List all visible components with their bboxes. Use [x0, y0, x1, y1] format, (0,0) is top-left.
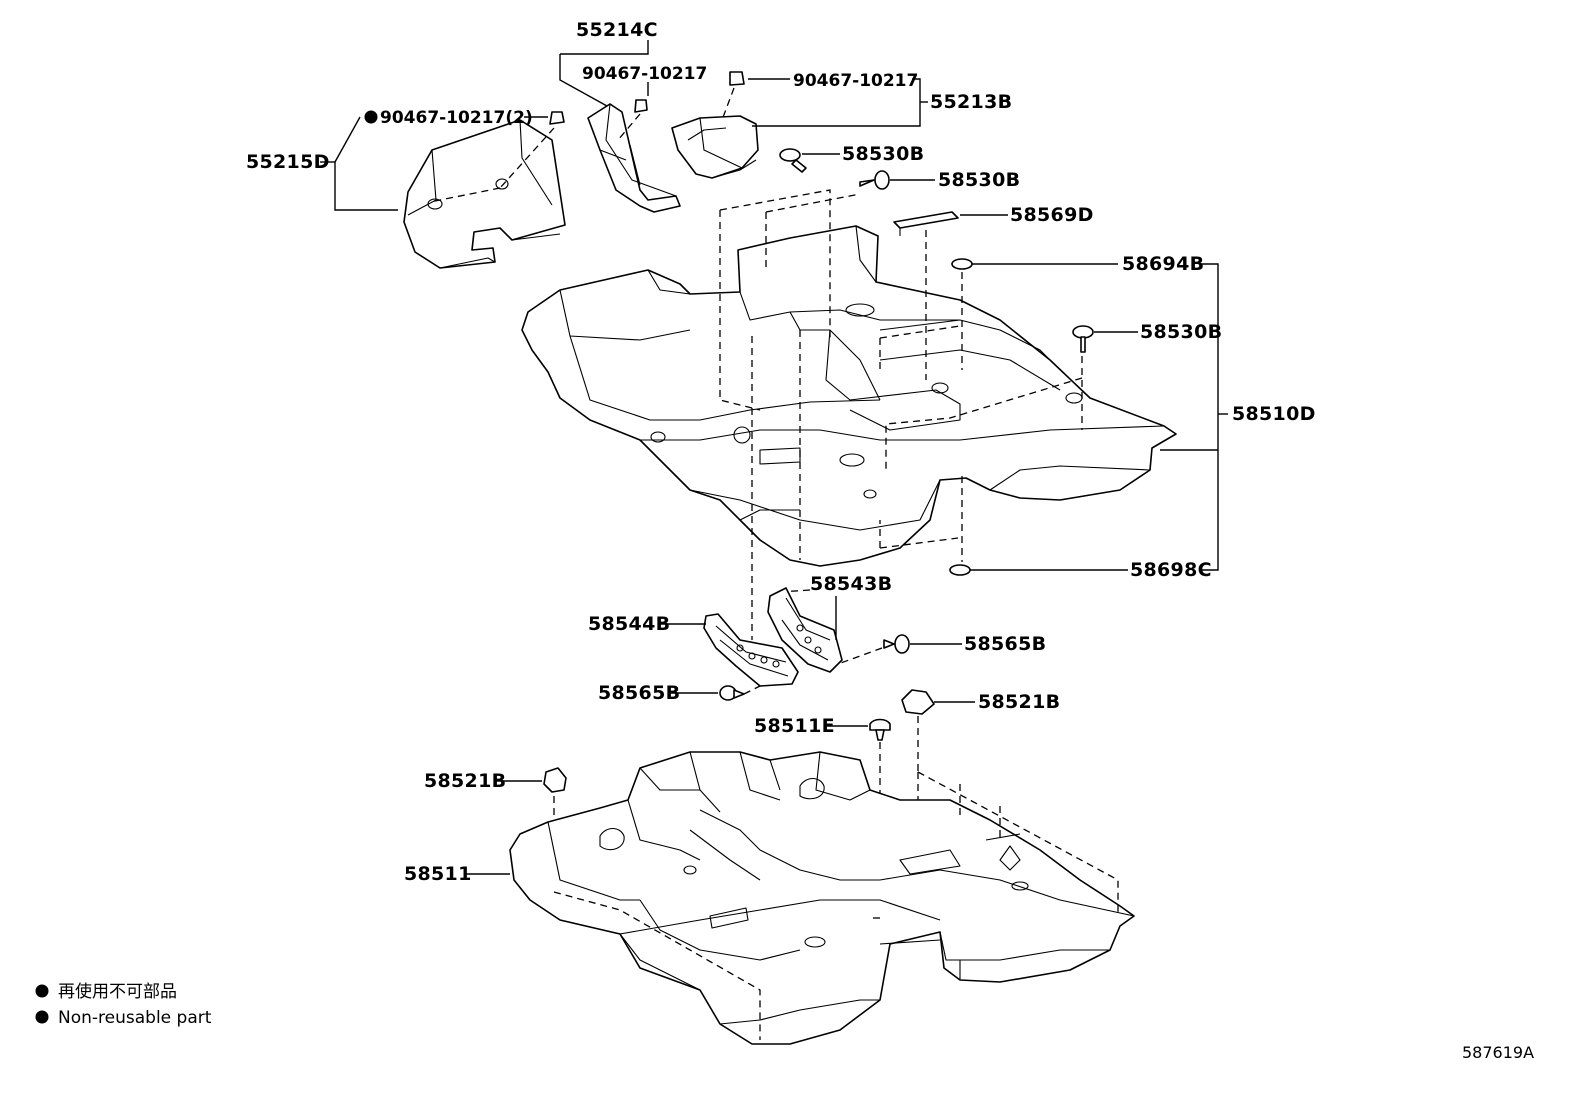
clip-90467-10217-b [729, 71, 745, 86]
carpet-58511 [509, 751, 1135, 1045]
label-55213b: 55213B [930, 91, 1012, 113]
label-58569d: 58569D [1010, 204, 1094, 226]
label-90467-10217-2: 90467-10217(2) [380, 108, 533, 128]
legend-bullet-ja [35, 984, 49, 998]
label-58511: 58511 [404, 863, 472, 885]
clip-58511e [869, 718, 891, 741]
label-58544b: 58544B [588, 613, 670, 635]
label-58530b-3: 58530B [1140, 321, 1222, 343]
label-90467-10217-a: 90467-10217 [582, 64, 707, 84]
label-55215d: 55215D [246, 151, 330, 173]
label-58694b: 58694B [1122, 253, 1204, 275]
clip-90467-10217-a [634, 99, 648, 113]
pad-55215d [403, 119, 566, 269]
screw-58530b-2 [859, 170, 890, 190]
label-58530b-1: 58530B [842, 143, 924, 165]
pad-55213b [671, 115, 759, 179]
label-58511e: 58511E [754, 715, 835, 737]
label-58521b-1: 58521B [978, 691, 1060, 713]
screw-58530b-3 [1072, 325, 1094, 353]
clip-58565b-2 [719, 685, 745, 701]
clip-58694b [951, 258, 973, 270]
carpet-58510d [521, 225, 1177, 567]
non-reusable-bullet [364, 110, 378, 124]
label-55214c: 55214C [576, 19, 658, 41]
clip-58698c [949, 564, 971, 576]
label-58565b-1: 58565B [964, 633, 1046, 655]
clip-58565b-1 [883, 634, 910, 654]
legend-bullet-en [35, 1010, 49, 1024]
label-58543b: 58543B [810, 573, 892, 595]
label-58510d: 58510D [1232, 403, 1316, 425]
legend-text-ja: 再使用不可部品 [58, 981, 177, 1002]
bracket-58569d [893, 211, 959, 236]
label-90467-10217-b: 90467-10217 [793, 71, 918, 91]
clip-58521b-2 [543, 767, 567, 793]
bracket-58543b [767, 587, 843, 673]
label-58698c: 58698C [1130, 559, 1212, 581]
label-58565b-2: 58565B [598, 682, 680, 704]
clip-58521b-1 [901, 689, 935, 715]
legend-text-en: Non-reusable part [58, 1008, 212, 1028]
bracket-58544b [703, 613, 799, 687]
pad-55214c [587, 103, 681, 213]
label-58530b-2: 58530B [938, 169, 1020, 191]
label-58521b-2: 58521B [424, 770, 506, 792]
reference-code: 587619A [1462, 1043, 1534, 1062]
clip-90467-10217-2 [549, 111, 565, 125]
screw-58530b-1 [779, 148, 807, 173]
